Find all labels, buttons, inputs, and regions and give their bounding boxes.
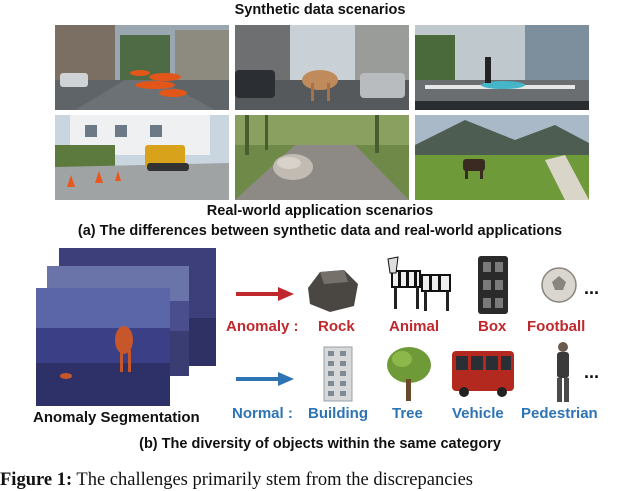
normal-item-tree: Tree bbox=[392, 405, 423, 422]
bus-icon bbox=[452, 351, 514, 397]
anomaly-item-football: Football bbox=[527, 318, 586, 335]
segmentation-frame-front bbox=[36, 288, 170, 406]
synthetic-photo-street-3 bbox=[415, 25, 589, 110]
tree-icon bbox=[387, 347, 431, 401]
normal-arrow-icon bbox=[236, 372, 294, 386]
synthetic-scenarios-title: Synthetic data scenarios bbox=[234, 2, 406, 18]
subfigure-b-caption: (b) The diversity of objects within the … bbox=[139, 436, 501, 452]
figure-caption-text: The challenges primarily stem from the d… bbox=[76, 470, 473, 490]
zebra-icon bbox=[387, 256, 451, 311]
real-photo-construction bbox=[55, 115, 229, 200]
anomaly-label: Anomaly : bbox=[226, 318, 299, 335]
subfigure-a-caption: (a) The differences between synthetic da… bbox=[77, 223, 563, 239]
anomaly-more-ellipsis: ... bbox=[584, 278, 600, 298]
real-world-scenarios-title: Real-world application scenarios bbox=[206, 203, 434, 219]
figure-caption: Figure 1: The challenges primarily stem … bbox=[0, 470, 640, 491]
building-icon bbox=[323, 346, 353, 402]
normal-label: Normal : bbox=[232, 405, 293, 422]
box-icon bbox=[478, 256, 508, 314]
real-photo-cow-field bbox=[415, 115, 589, 200]
synthetic-photo-street-2 bbox=[235, 25, 409, 110]
rock-icon bbox=[308, 270, 358, 312]
anomaly-item-box: Box bbox=[478, 318, 507, 335]
anomaly-segmentation-label: Anomaly Segmentation bbox=[33, 409, 200, 426]
normal-item-building: Building bbox=[308, 405, 368, 422]
normal-more-ellipsis: ... bbox=[584, 362, 600, 382]
real-photo-rock-road bbox=[235, 115, 409, 200]
normal-item-vehicle: Vehicle bbox=[452, 405, 504, 422]
anomaly-item-rock: Rock bbox=[318, 318, 355, 335]
figure-caption-label: Figure 1: bbox=[0, 470, 73, 490]
anomaly-item-animal: Animal bbox=[389, 318, 440, 335]
normal-item-pedestrian: Pedestrian bbox=[521, 405, 598, 422]
football-icon bbox=[541, 267, 577, 303]
anomaly-arrow-icon bbox=[236, 287, 294, 301]
synthetic-photo-street-1 bbox=[55, 25, 229, 110]
pedestrian-icon bbox=[557, 342, 569, 402]
